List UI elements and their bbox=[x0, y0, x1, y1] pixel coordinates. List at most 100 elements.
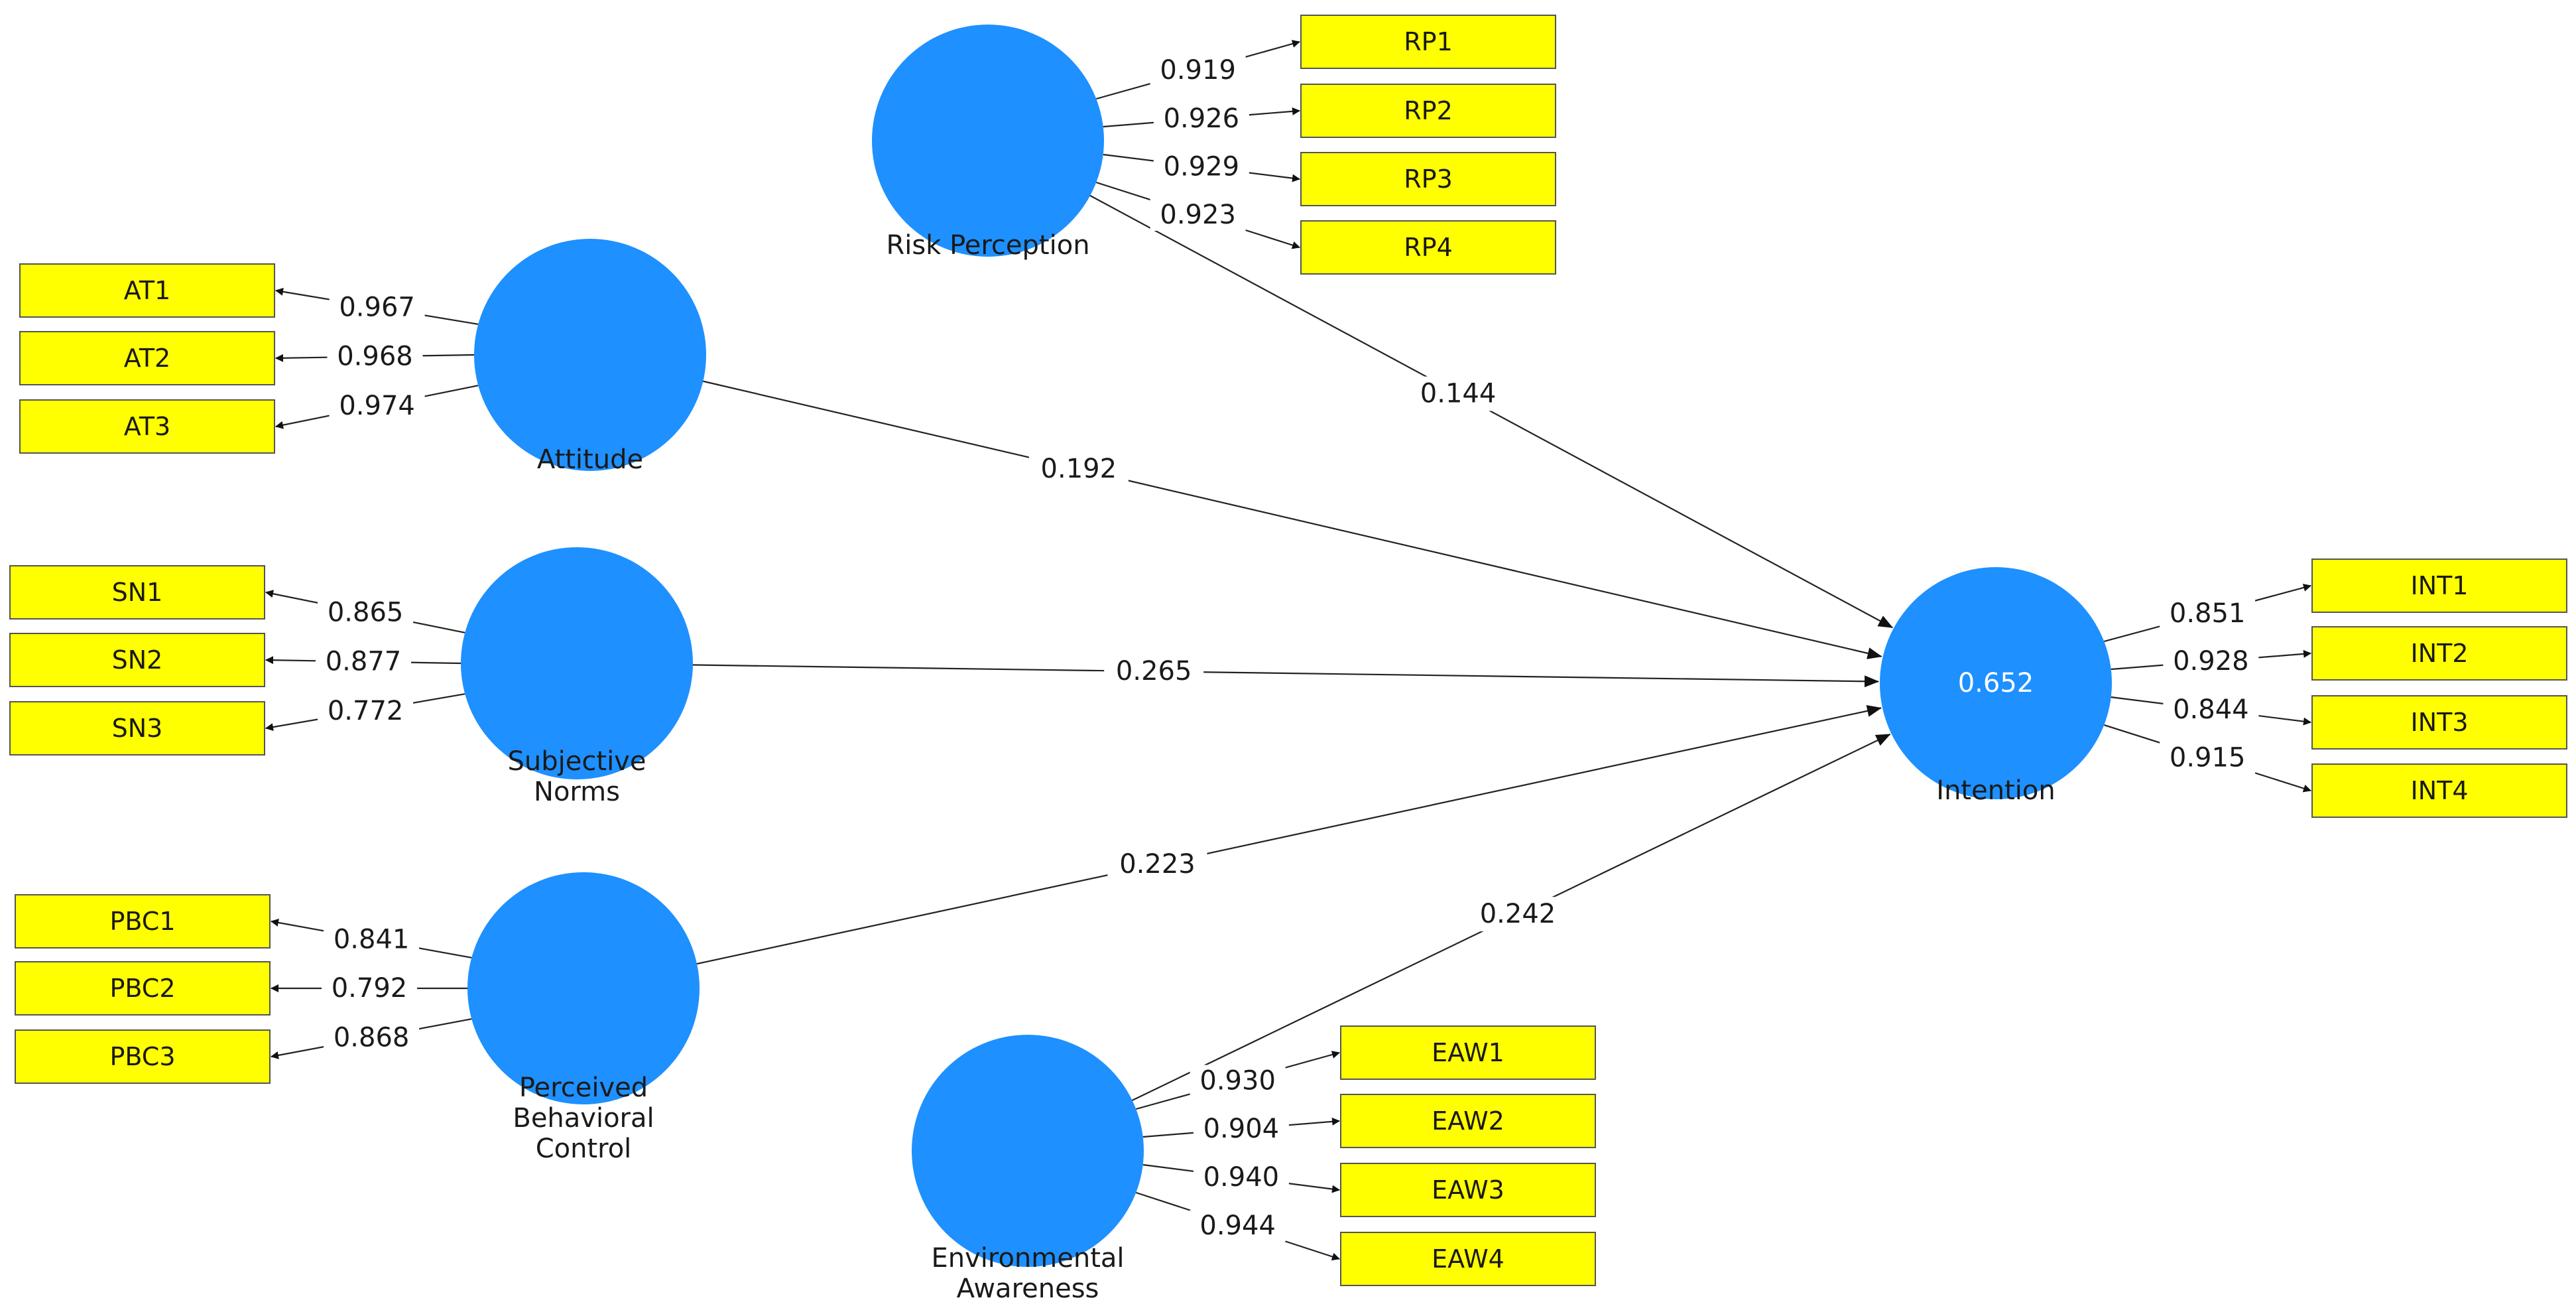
construct-label: Environmental bbox=[931, 1243, 1124, 1274]
indicator-label: INT1 bbox=[2410, 571, 2468, 600]
indicator-box[interactable] bbox=[9, 701, 265, 756]
construct-label: Behavioral bbox=[513, 1103, 654, 1134]
indicator-label: AT1 bbox=[124, 276, 170, 305]
indicator-eaw2[interactable]: EAW2 bbox=[1340, 1094, 1596, 1148]
indicator-int2[interactable]: INT2 bbox=[2311, 626, 2567, 681]
construct-circle[interactable] bbox=[1880, 567, 2112, 799]
construct-circle[interactable] bbox=[872, 25, 1104, 257]
indicator-box[interactable] bbox=[19, 331, 275, 385]
indicator-label: SN2 bbox=[112, 645, 163, 675]
construct-circle[interactable] bbox=[467, 872, 700, 1104]
loading-value-label: 0.772 bbox=[328, 696, 404, 726]
indicator-int4[interactable]: INT4 bbox=[2311, 763, 2567, 818]
structural-paths-layer bbox=[690, 194, 1894, 1102]
loading-label-background bbox=[324, 1021, 420, 1054]
indicator-int1[interactable]: INT1 bbox=[2311, 558, 2567, 613]
indicator-rp1[interactable]: RP1 bbox=[1300, 15, 1556, 69]
loading-value-label: 0.915 bbox=[2170, 743, 2246, 773]
indicator-label: INT4 bbox=[2410, 776, 2468, 805]
indicator-box[interactable] bbox=[9, 633, 265, 687]
construct-attitude[interactable]: Attitude bbox=[474, 239, 706, 475]
loading-label-background bbox=[318, 695, 414, 728]
loading-label-background bbox=[316, 645, 411, 678]
loading-value-label: 0.877 bbox=[326, 647, 402, 677]
loading-value-label: 0.928 bbox=[2173, 646, 2249, 677]
indicator-box[interactable] bbox=[2311, 763, 2567, 818]
indicator-box[interactable] bbox=[1300, 84, 1556, 138]
indicator-eaw4[interactable]: EAW4 bbox=[1340, 1232, 1596, 1286]
path-coefficient-background bbox=[1107, 847, 1207, 882]
loading-value-label: 0.940 bbox=[1203, 1162, 1280, 1193]
indicator-sn2[interactable]: SN2 bbox=[9, 633, 265, 687]
structural-path-attitude-to-intention bbox=[700, 379, 1882, 659]
loading-label-background bbox=[324, 923, 420, 956]
indicator-at1[interactable]: AT1 bbox=[19, 263, 275, 318]
indicator-at3[interactable]: AT3 bbox=[19, 399, 275, 454]
construct-circle[interactable] bbox=[461, 547, 693, 779]
indicator-label: RP3 bbox=[1404, 164, 1453, 194]
indicator-box[interactable] bbox=[1300, 152, 1556, 206]
loading-value-label: 0.841 bbox=[334, 924, 410, 954]
loading-value-label: 0.968 bbox=[337, 342, 413, 372]
loading-label-background bbox=[1153, 151, 1249, 183]
coefficient-labels-layer: 0.1440.1920.2650.2230.2420.9190.9260.929… bbox=[316, 54, 2259, 1242]
indicator-pbc1[interactable]: PBC1 bbox=[15, 894, 271, 949]
indicator-pbc2[interactable]: PBC2 bbox=[15, 961, 271, 1016]
indicator-label: EAW1 bbox=[1432, 1038, 1504, 1067]
loading-label-background bbox=[1193, 1161, 1289, 1193]
indicator-box[interactable] bbox=[15, 1029, 271, 1084]
indicator-box[interactable] bbox=[2311, 695, 2567, 750]
indicator-sn1[interactable]: SN1 bbox=[9, 565, 265, 620]
path-coefficient-background bbox=[1104, 654, 1204, 689]
indicator-box[interactable] bbox=[1300, 15, 1556, 69]
indicator-box[interactable] bbox=[1340, 1232, 1596, 1286]
path-coefficient-label: 0.223 bbox=[1119, 849, 1196, 880]
indicator-at2[interactable]: AT2 bbox=[19, 331, 275, 385]
path-coefficient-label: 0.192 bbox=[1041, 454, 1117, 484]
loading-label-background bbox=[1190, 1065, 1286, 1097]
loading-label-background bbox=[329, 291, 425, 324]
indicator-eaw3[interactable]: EAW3 bbox=[1340, 1163, 1596, 1217]
loading-label-background bbox=[2160, 742, 2256, 774]
construct-risk_perception[interactable]: Risk Perception bbox=[872, 25, 1104, 261]
indicator-box[interactable] bbox=[19, 263, 275, 318]
path-coefficient-label: 0.265 bbox=[1116, 656, 1192, 687]
indicator-rp3[interactable]: RP3 bbox=[1300, 152, 1556, 206]
path-coefficient-background bbox=[1408, 376, 1508, 411]
indicator-int3[interactable]: INT3 bbox=[2311, 695, 2567, 750]
indicator-box[interactable] bbox=[15, 894, 271, 949]
indicator-label: INT3 bbox=[2410, 708, 2468, 737]
indicator-box[interactable] bbox=[1340, 1025, 1596, 1080]
indicator-box[interactable] bbox=[1300, 220, 1556, 275]
loading-label-background bbox=[1150, 54, 1246, 86]
indicator-box[interactable] bbox=[1340, 1094, 1596, 1148]
path-coefficient-background bbox=[1467, 897, 1567, 932]
loading-label-background bbox=[1153, 103, 1249, 135]
indicator-label: RP2 bbox=[1404, 96, 1453, 125]
indicator-rp2[interactable]: RP2 bbox=[1300, 84, 1556, 138]
indicator-box[interactable] bbox=[2311, 558, 2567, 613]
loading-label-background bbox=[1193, 1113, 1289, 1145]
indicator-label: PBC1 bbox=[109, 907, 175, 936]
indicator-sn3[interactable]: SN3 bbox=[9, 701, 265, 756]
construct-circle[interactable] bbox=[474, 239, 706, 471]
loading-value-label: 0.844 bbox=[2173, 694, 2249, 725]
indicator-box[interactable] bbox=[19, 399, 275, 454]
indicator-label: PBC2 bbox=[109, 974, 175, 1003]
indicator-box[interactable] bbox=[15, 961, 271, 1016]
indicator-eaw1[interactable]: EAW1 bbox=[1340, 1025, 1596, 1080]
indicator-box[interactable] bbox=[9, 565, 265, 620]
indicator-pbc3[interactable]: PBC3 bbox=[15, 1029, 271, 1084]
indicator-box[interactable] bbox=[2311, 626, 2567, 681]
construct-circle[interactable] bbox=[912, 1035, 1144, 1267]
indicator-box[interactable] bbox=[1340, 1163, 1596, 1217]
construct-label: Intention bbox=[1936, 775, 2055, 806]
indicator-label: SN3 bbox=[112, 714, 163, 743]
indicator-rp4[interactable]: RP4 bbox=[1300, 220, 1556, 275]
construct-label: Control bbox=[536, 1134, 632, 1164]
